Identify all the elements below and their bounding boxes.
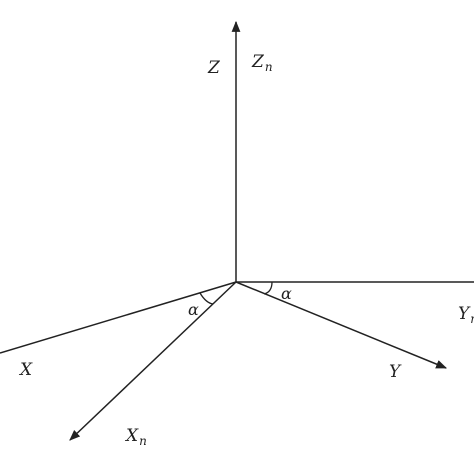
xn-axis-line (69, 281, 237, 441)
right-angle-label: α (281, 286, 292, 302)
x-axis-label: X (20, 362, 32, 379)
left-angle-arc (199, 292, 214, 305)
y-axis-label: Y (389, 364, 400, 381)
right-angle-arc (263, 281, 273, 295)
zn-label-sub: n (264, 60, 273, 74)
yn-label-main: Y (458, 304, 470, 324)
left-angle-label: α (188, 302, 199, 318)
xn-axis-label: Xn (126, 426, 147, 448)
yn-axis-label: Yn (458, 304, 474, 326)
zn-axis-label: Zn (252, 52, 273, 74)
right-alpha-text: α (281, 284, 292, 303)
zn-label-main: Z (252, 52, 264, 72)
z-axis-label: Z (208, 60, 220, 77)
left-alpha-text: α (188, 300, 199, 319)
yn-label-sub: n (470, 312, 474, 326)
z-label-text: Z (208, 58, 220, 78)
x-axis-line (0, 281, 237, 354)
xn-label-main: X (126, 426, 139, 446)
y-axis-line (235, 281, 448, 369)
xn-label-sub: n (139, 434, 147, 448)
x-label-text: X (20, 360, 33, 380)
y-label-text: Y (389, 362, 401, 382)
